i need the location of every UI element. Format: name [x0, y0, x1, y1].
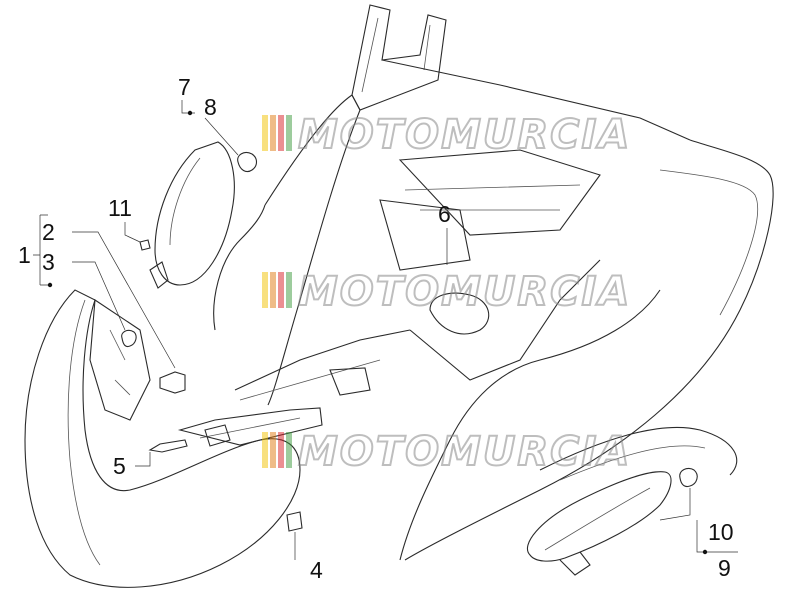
- label-part-5: 5: [113, 453, 126, 479]
- watermark-text: MOTOMURCIA: [298, 269, 631, 315]
- label-part-8: 8: [204, 94, 217, 120]
- label-part-3: 3: [42, 249, 55, 275]
- side-reflector: [526, 467, 698, 576]
- label-part-9: 9: [718, 555, 731, 581]
- label-part-1: 1: [18, 242, 31, 268]
- label-part-6: 6: [438, 201, 451, 227]
- label-part-7: 7: [178, 74, 191, 100]
- label-part-10: 10: [708, 519, 734, 545]
- watermark-bottom: MOTOMURCIA: [262, 428, 631, 476]
- front-lamp-upper: [149, 141, 258, 289]
- watermark-text: MOTOMURCIA: [298, 112, 631, 158]
- leader-dots: [47, 110, 708, 555]
- front-shield-frame: [213, 4, 774, 561]
- label-part-2: 2: [42, 219, 55, 245]
- hardware-parts: [121, 239, 303, 532]
- label-part-4: 4: [310, 557, 323, 583]
- watermark-middle: MOTOMURCIA: [262, 268, 631, 316]
- label-part-11: 11: [108, 195, 132, 221]
- leader-lines: [33, 100, 738, 560]
- headlight-assembly: [24, 289, 323, 588]
- part-number-labels: 1 2 3 4 5 6 7 8 9 10 11: [18, 74, 734, 583]
- watermark-top: MOTOMURCIA: [262, 111, 631, 159]
- watermark-text: MOTOMURCIA: [298, 429, 631, 475]
